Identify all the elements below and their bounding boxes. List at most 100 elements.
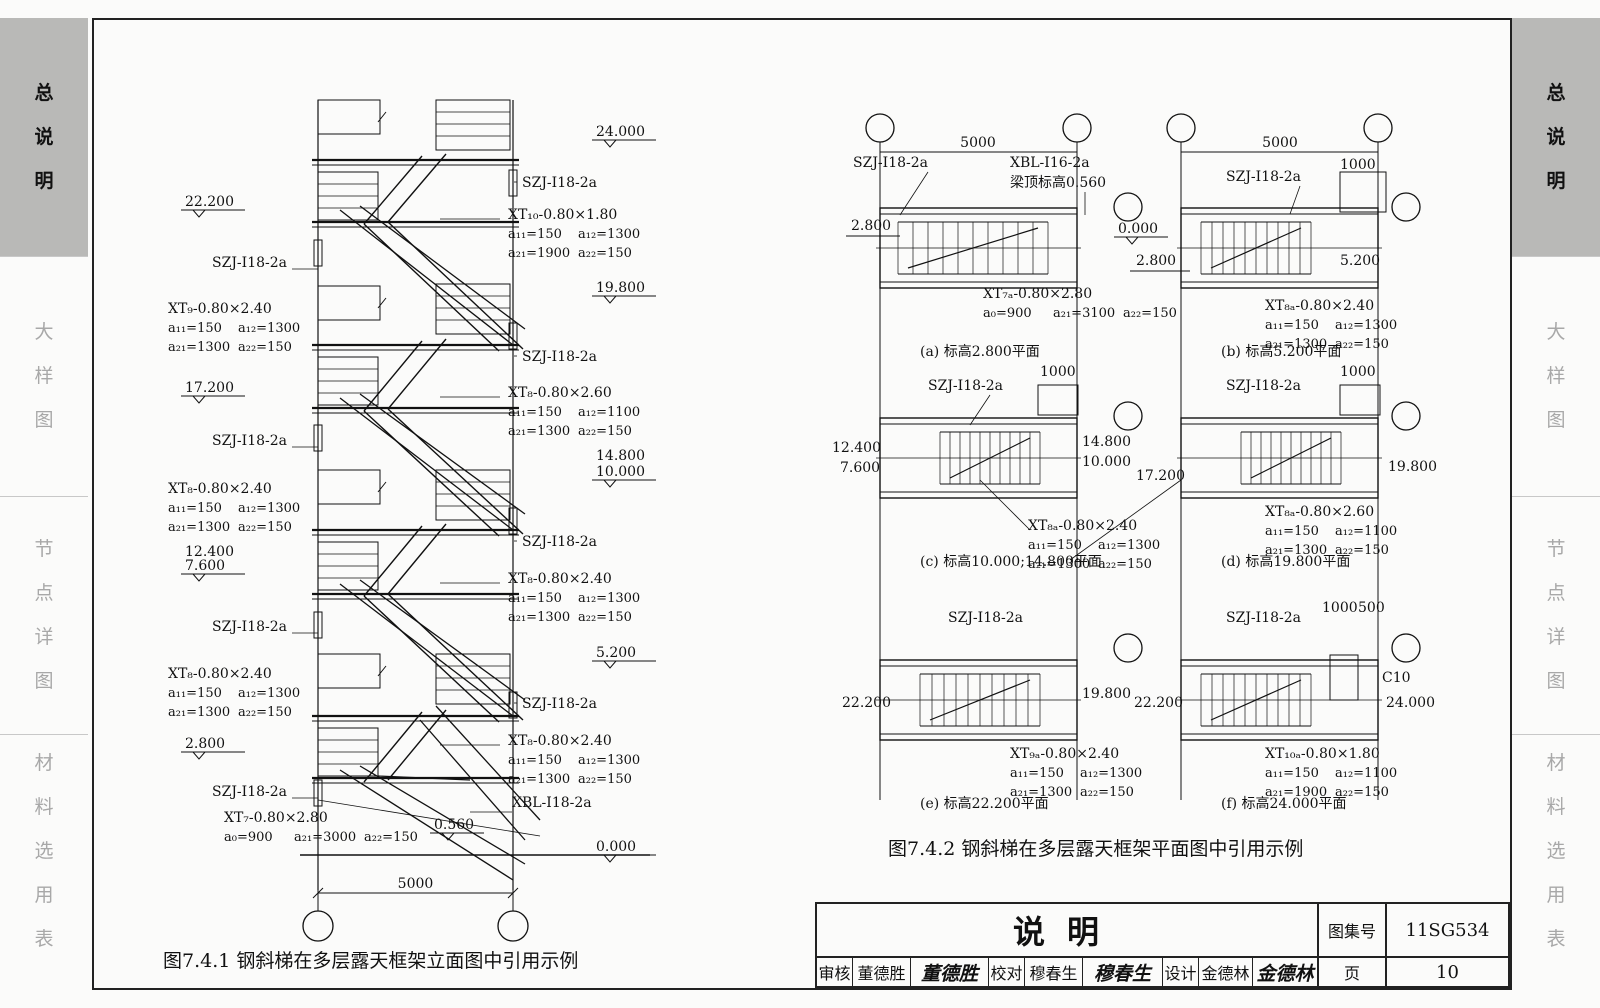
lv-0560-mark bbox=[441, 832, 455, 841]
plan-e-note-title: XT₉ₐ-0.80×2.40 bbox=[1010, 746, 1119, 762]
fig1-note-r0-title: XT₁₀-0.80×1.80 bbox=[508, 207, 617, 223]
break-mark bbox=[377, 665, 387, 677]
fig1-note-r1-p3: a₂₁=1300 bbox=[508, 424, 570, 439]
stair-flight bbox=[339, 209, 514, 346]
left-side-tab-0[interactable]: 总说明 bbox=[0, 18, 88, 256]
plan-c-lv2: 14.800 bbox=[1082, 434, 1131, 450]
atlas-label: 图集号 bbox=[1319, 904, 1387, 958]
plan-a-note-p2: a₂₁=3100 bbox=[1053, 306, 1115, 321]
atlas-number: 11SG534 bbox=[1387, 904, 1508, 958]
railing-right bbox=[435, 283, 511, 335]
fig1-note-l2-title: XT₈-0.80×2.40 bbox=[168, 666, 272, 682]
column-brace bbox=[313, 611, 323, 639]
designer-signature: 金德林 bbox=[1253, 958, 1319, 986]
railing-right bbox=[435, 469, 511, 521]
plan-d-lv1: 17.200 bbox=[1136, 468, 1185, 484]
left-side-tab-2[interactable]: 节点详图 bbox=[34, 538, 54, 692]
plan-f-dim500: 500 bbox=[1358, 600, 1385, 616]
break-line bbox=[1210, 227, 1302, 269]
plan-f-note-p1: a₁₁=150 bbox=[1265, 766, 1319, 781]
plan-c-lv1: 12.400 bbox=[832, 440, 881, 456]
railing-upper bbox=[317, 653, 381, 689]
lv-24000: 24.000 bbox=[596, 124, 645, 140]
plan-b-szj: SZJ-I18-2a bbox=[1226, 169, 1301, 185]
lv-10000: 10.000 bbox=[596, 464, 645, 480]
column-brace bbox=[508, 169, 518, 197]
lv-10000-mark bbox=[603, 479, 617, 488]
plan-a-note-title: XT₇ₐ-0.80×2.80 bbox=[983, 286, 1092, 302]
plan-f-axis-circle bbox=[1391, 633, 1421, 663]
stair-stringer bbox=[387, 221, 524, 350]
plan-c-szj: SZJ-I18-2a bbox=[928, 378, 1003, 394]
plan-e-lv2: 19.800 bbox=[1082, 686, 1131, 702]
fig1-note-r2-p3: a₂₁=1300 bbox=[508, 610, 570, 625]
plan-b-dim1000: 1000 bbox=[1340, 157, 1376, 173]
break-mark bbox=[377, 297, 387, 309]
title-block: 说明 图集号 11SG534 审核 董德胜 董德胜 校对 穆春生 穆春生 设计 … bbox=[815, 902, 1510, 988]
plan-axis-circle-2 bbox=[1166, 113, 1196, 143]
plan-c-note-p2: a₁₂=1300 bbox=[1098, 538, 1160, 553]
plan-d-note-title: XT₈ₐ-0.80×2.60 bbox=[1265, 504, 1374, 520]
plan-c-note-p4: a₂₂=150 bbox=[1098, 557, 1152, 572]
szj-label-right-0: SZJ-I18-2a bbox=[522, 175, 597, 191]
review-label: 审核 bbox=[817, 958, 853, 986]
lv-24000-mark bbox=[603, 139, 617, 148]
right-side-tab-3[interactable]: 材料选用表 bbox=[1546, 752, 1566, 950]
plan-b-note-p1: a₁₁=150 bbox=[1265, 318, 1319, 333]
stair-flight bbox=[339, 769, 514, 881]
lv-19800-mark bbox=[603, 295, 617, 304]
stair-flight bbox=[339, 583, 514, 717]
plan-d-note-p3: a₂₁=1300 bbox=[1265, 543, 1327, 558]
stair-stringer bbox=[387, 709, 447, 781]
szj-label-left-2: SZJ-I18-2a bbox=[212, 619, 287, 635]
fig1-note-l2-p1: a₁₁=150 bbox=[168, 686, 222, 701]
lv-5200-mark bbox=[603, 660, 617, 669]
stair-stringer bbox=[363, 340, 423, 412]
lv-7600-mark bbox=[192, 573, 206, 582]
plan-c-note-p1: a₁₁=150 bbox=[1028, 538, 1082, 553]
leader bbox=[1289, 185, 1301, 215]
right-side-tab-1[interactable]: 大样图 bbox=[1546, 321, 1566, 431]
szj-label-right-2: SZJ-I18-2a bbox=[522, 534, 597, 550]
right-side-tab-2[interactable]: 节点详图 bbox=[1546, 538, 1566, 692]
plan-a-lv2-mark bbox=[1125, 236, 1139, 245]
left-side-tabs: 总说明大样图节点详图材料选用表 bbox=[0, 18, 88, 968]
left-side-tab-3[interactable]: 材料选用表 bbox=[34, 752, 54, 950]
plan-f-note-p4: a₂₂=150 bbox=[1335, 785, 1389, 800]
fig1-note-r3-p4: a₂₂=150 bbox=[578, 772, 632, 787]
fig1-note-l2-p4: a₂₂=150 bbox=[238, 705, 292, 720]
railing-right bbox=[435, 99, 511, 151]
stair-tread-guide bbox=[317, 799, 541, 837]
fig1-note-bottom-title: XT₇-0.80×2.80 bbox=[224, 810, 328, 826]
lv-22200: 22.200 bbox=[185, 194, 234, 210]
fig1-caption: 图7.4.1 钢斜梯在多层露天框架立面图中引用示例 bbox=[163, 950, 579, 972]
leader bbox=[1069, 479, 1182, 561]
right-side-tabs: 总说明大样图节点详图材料选用表 bbox=[1512, 18, 1600, 968]
plan-axis-circle-3 bbox=[1363, 113, 1393, 143]
fig1-note-r3-p3: a₂₁=1300 bbox=[508, 772, 570, 787]
plan-c-dim1000: 1000 bbox=[1040, 364, 1076, 380]
stair-flight bbox=[359, 765, 526, 865]
lv-5200: 5.200 bbox=[596, 645, 636, 661]
plan-b-landing bbox=[1339, 171, 1387, 213]
fig1-note-r2-p4: a₂₂=150 bbox=[578, 610, 632, 625]
plan-f-landing bbox=[1329, 654, 1359, 701]
szj-label-right-1: SZJ-I18-2a bbox=[522, 349, 597, 365]
lv-2800-mark bbox=[192, 751, 206, 760]
plan-d-axis-circle bbox=[1391, 401, 1421, 431]
fig1-note-r2-p1: a₁₁=150 bbox=[508, 591, 562, 606]
right-side-tab-0[interactable]: 总说明 bbox=[1512, 18, 1600, 256]
fig1-note-r3-p2: a₁₂=1300 bbox=[578, 753, 640, 768]
plan-title-e: (e) 标高22.200平面 bbox=[920, 795, 1049, 812]
plan-d-dim1000: 1000 bbox=[1340, 364, 1376, 380]
fig1-note-l0-p4: a₂₂=150 bbox=[238, 340, 292, 355]
plan-title-c: (c) 标高10.000;14.800平面 bbox=[920, 553, 1102, 570]
fig1-note-r2-title: XT₈-0.80×2.40 bbox=[508, 571, 612, 587]
left-side-tab-1[interactable]: 大样图 bbox=[34, 321, 54, 431]
stair-flight bbox=[359, 393, 526, 515]
designer-name: 金德林 bbox=[1199, 958, 1253, 986]
fig2-caption: 图7.4.2 钢斜梯在多层露天框架平面图中引用示例 bbox=[888, 838, 1304, 860]
stair-flight-bottom bbox=[435, 705, 541, 821]
szj-label-left-0: SZJ-I18-2a bbox=[212, 255, 287, 271]
plan-a-note-p1: a₀=900 bbox=[983, 306, 1032, 321]
